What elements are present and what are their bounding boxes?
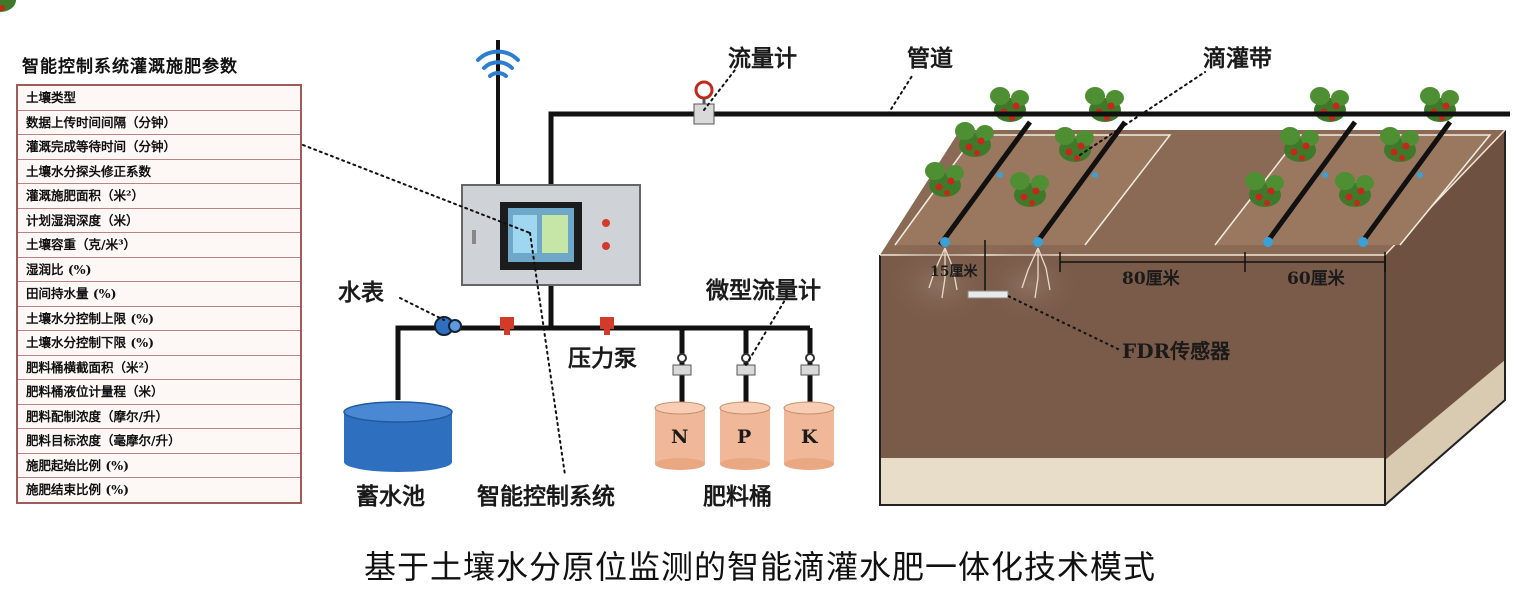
parameter-row: 施肥结束比例 (%): [26, 482, 130, 497]
micro-flowmeter-label: 微型流量计: [705, 277, 821, 304]
control-cabinet: [461, 184, 641, 286]
control-system-label: 智能控制系统: [477, 483, 615, 510]
parameter-row: 湿润比 (%): [18, 258, 300, 282]
fertilizer-tank-label: 肥料桶: [703, 483, 772, 510]
parameter-row: 土壤水分控制下限 (%): [18, 331, 300, 356]
pressure-pump-label: 压力泵: [568, 345, 637, 372]
parameter-row: 土壤容重（克/米³）: [18, 233, 300, 258]
parameter-row: 肥料桶横截面积（米²）: [18, 356, 300, 380]
drip-tape-label: 滴灌带: [1203, 45, 1272, 72]
pressure-pump: [500, 317, 614, 335]
indicator-light: [602, 242, 610, 250]
tank-n-label: N: [671, 426, 688, 448]
supply-pipe: [395, 325, 810, 400]
reservoir-label: 蓄水池: [356, 483, 425, 510]
dim-15-label: 15厘米: [930, 263, 978, 280]
water-meter-label: 水表: [338, 279, 385, 306]
reservoir: [343, 401, 453, 472]
parameter-row: 计划湿润深度（米）: [18, 209, 300, 233]
fertilizer-tanks: [654, 401, 835, 470]
parameter-row: 数据上传时间间隔（分钟）: [18, 111, 300, 135]
pipe-label: 管道: [907, 45, 953, 72]
roots: [928, 247, 1051, 299]
parameter-row: 土壤水分探头修正系数: [18, 160, 300, 184]
fdr-sensor: [967, 290, 1009, 299]
dim-80-label: 80厘米: [1122, 268, 1181, 289]
parameter-row: 肥料目标浓度（毫摩尔/升）: [18, 429, 300, 454]
parameter-row: 肥料配制浓度（摩尔/升）: [18, 405, 300, 429]
wetting-zone: [975, 243, 1085, 327]
wetting-zone: [880, 240, 1000, 330]
parameter-row: 施肥起始比例 (%): [18, 454, 300, 478]
tomato-plants: [0, 0, 1459, 207]
parameter-table: 土壤类型数据上传时间间隔（分钟）灌溉完成等待时间（分钟）土壤水分探头修正系数灌溉…: [16, 84, 302, 504]
fdr-leader: [1007, 295, 1121, 351]
parameter-row: 肥料桶液位计量程（米）: [18, 380, 300, 405]
parameter-row: 土壤水分控制上限 (%): [18, 307, 300, 331]
dimension-lines: [984, 240, 1386, 295]
parameter-row: 灌溉完成等待时间（分钟）: [18, 135, 300, 160]
sand-right-side: [1385, 360, 1505, 505]
micro-flowmeters: [672, 353, 820, 376]
sand-layer: [880, 458, 1385, 505]
leader-lines: [302, 69, 1206, 476]
fdr-sensor-label: FDR传感器: [1122, 339, 1231, 363]
figure-caption: 基于土壤水分原位监测的智能滴灌水肥一体化技术模式: [363, 548, 1156, 586]
indicator-light: [602, 219, 610, 227]
tank-k-label: K: [801, 426, 819, 448]
parameter-row: 灌溉施肥面积（米²）: [18, 184, 300, 209]
flowmeter: [693, 80, 715, 125]
parameter-row: 土壤类型: [18, 86, 300, 111]
tank-p-label: P: [737, 426, 751, 448]
dim-60-label: 60厘米: [1287, 268, 1346, 289]
parameter-row: 田间持水量 (%): [18, 282, 300, 307]
water-meter: [434, 316, 462, 336]
wifi-icon: [476, 49, 520, 78]
parameter-panel-title: 智能控制系统灌溉施肥参数: [22, 57, 238, 77]
drip-emitters: [940, 172, 1423, 247]
flowmeter-label: 流量计: [728, 45, 797, 72]
